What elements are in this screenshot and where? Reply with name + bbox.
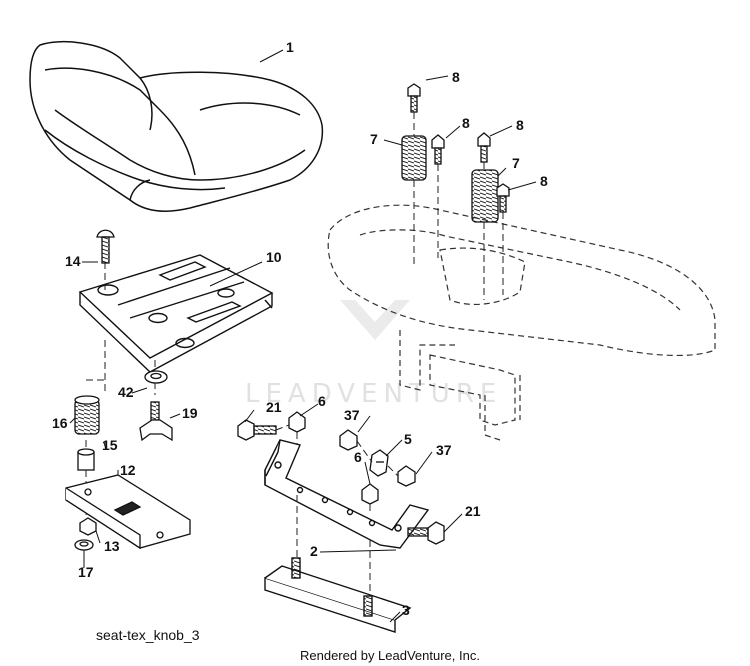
callout-19: 19 bbox=[182, 405, 198, 421]
callout-42: 42 bbox=[118, 384, 134, 400]
spacer bbox=[77, 448, 95, 471]
callout-21-left: 21 bbox=[266, 399, 282, 415]
render-credit: Rendered by LeadVenture, Inc. bbox=[300, 648, 480, 663]
callout-8-c: 8 bbox=[516, 117, 524, 133]
carriage-bolt bbox=[96, 229, 115, 264]
spring-16 bbox=[74, 395, 100, 435]
nut-6-lower bbox=[361, 483, 379, 505]
watermark: LEADVENTURE bbox=[245, 300, 502, 409]
diagram-caption: seat-tex_knob_3 bbox=[96, 627, 200, 643]
nut-13 bbox=[79, 517, 97, 536]
nut-6-top bbox=[288, 411, 306, 433]
callout-3: 3 bbox=[402, 602, 410, 618]
nut-37-right bbox=[397, 465, 416, 487]
seat-bracket bbox=[264, 439, 430, 549]
callout-8-d: 8 bbox=[540, 173, 548, 189]
callout-14: 14 bbox=[65, 253, 81, 269]
washer bbox=[144, 370, 168, 384]
spring-7-right bbox=[471, 169, 499, 223]
callout-21-right: 21 bbox=[465, 503, 481, 519]
mounting-plate bbox=[264, 557, 412, 633]
callout-17: 17 bbox=[78, 564, 94, 580]
watermark-text: LEADVENTURE bbox=[245, 379, 502, 409]
callout-37-right: 37 bbox=[436, 442, 452, 458]
adjustment-knob bbox=[139, 401, 173, 442]
callout-1: 1 bbox=[286, 39, 294, 55]
callout-6-top: 6 bbox=[318, 393, 326, 409]
bolt-21-right bbox=[407, 521, 445, 545]
callout-2: 2 bbox=[310, 543, 318, 559]
bolt-8-d bbox=[496, 183, 510, 213]
callout-37-left: 37 bbox=[344, 407, 360, 423]
seat-pan bbox=[78, 254, 274, 373]
callout-7-right: 7 bbox=[512, 155, 520, 171]
leader-lines bbox=[69, 49, 537, 623]
slide-bracket bbox=[65, 474, 191, 550]
callout-7-left: 7 bbox=[370, 131, 378, 147]
callout-5: 5 bbox=[404, 431, 412, 447]
callout-15: 15 bbox=[102, 437, 118, 453]
callout-labels: 1 10 14 42 19 16 15 12 13 17 21 6 37 5 6… bbox=[52, 39, 548, 618]
assembly-lines-right bbox=[413, 112, 504, 300]
clip bbox=[369, 449, 389, 477]
spring-7-left bbox=[401, 135, 427, 181]
callout-13: 13 bbox=[104, 538, 120, 554]
callout-12: 12 bbox=[120, 462, 136, 478]
seat bbox=[29, 40, 324, 213]
bolt-8-a bbox=[407, 83, 421, 113]
washer-17 bbox=[74, 539, 94, 551]
callout-16: 16 bbox=[52, 415, 68, 431]
assembly-lines-center bbox=[275, 424, 399, 596]
bolt-8-c bbox=[477, 132, 491, 163]
frame-outline bbox=[327, 204, 716, 441]
bolt-8-b bbox=[431, 134, 445, 165]
callout-10: 10 bbox=[266, 249, 282, 265]
bolt-21-left bbox=[237, 419, 277, 441]
callout-8-a: 8 bbox=[452, 69, 460, 85]
callout-8-b: 8 bbox=[462, 115, 470, 131]
callout-6-lower: 6 bbox=[354, 449, 362, 465]
nut-37-left bbox=[339, 429, 358, 451]
